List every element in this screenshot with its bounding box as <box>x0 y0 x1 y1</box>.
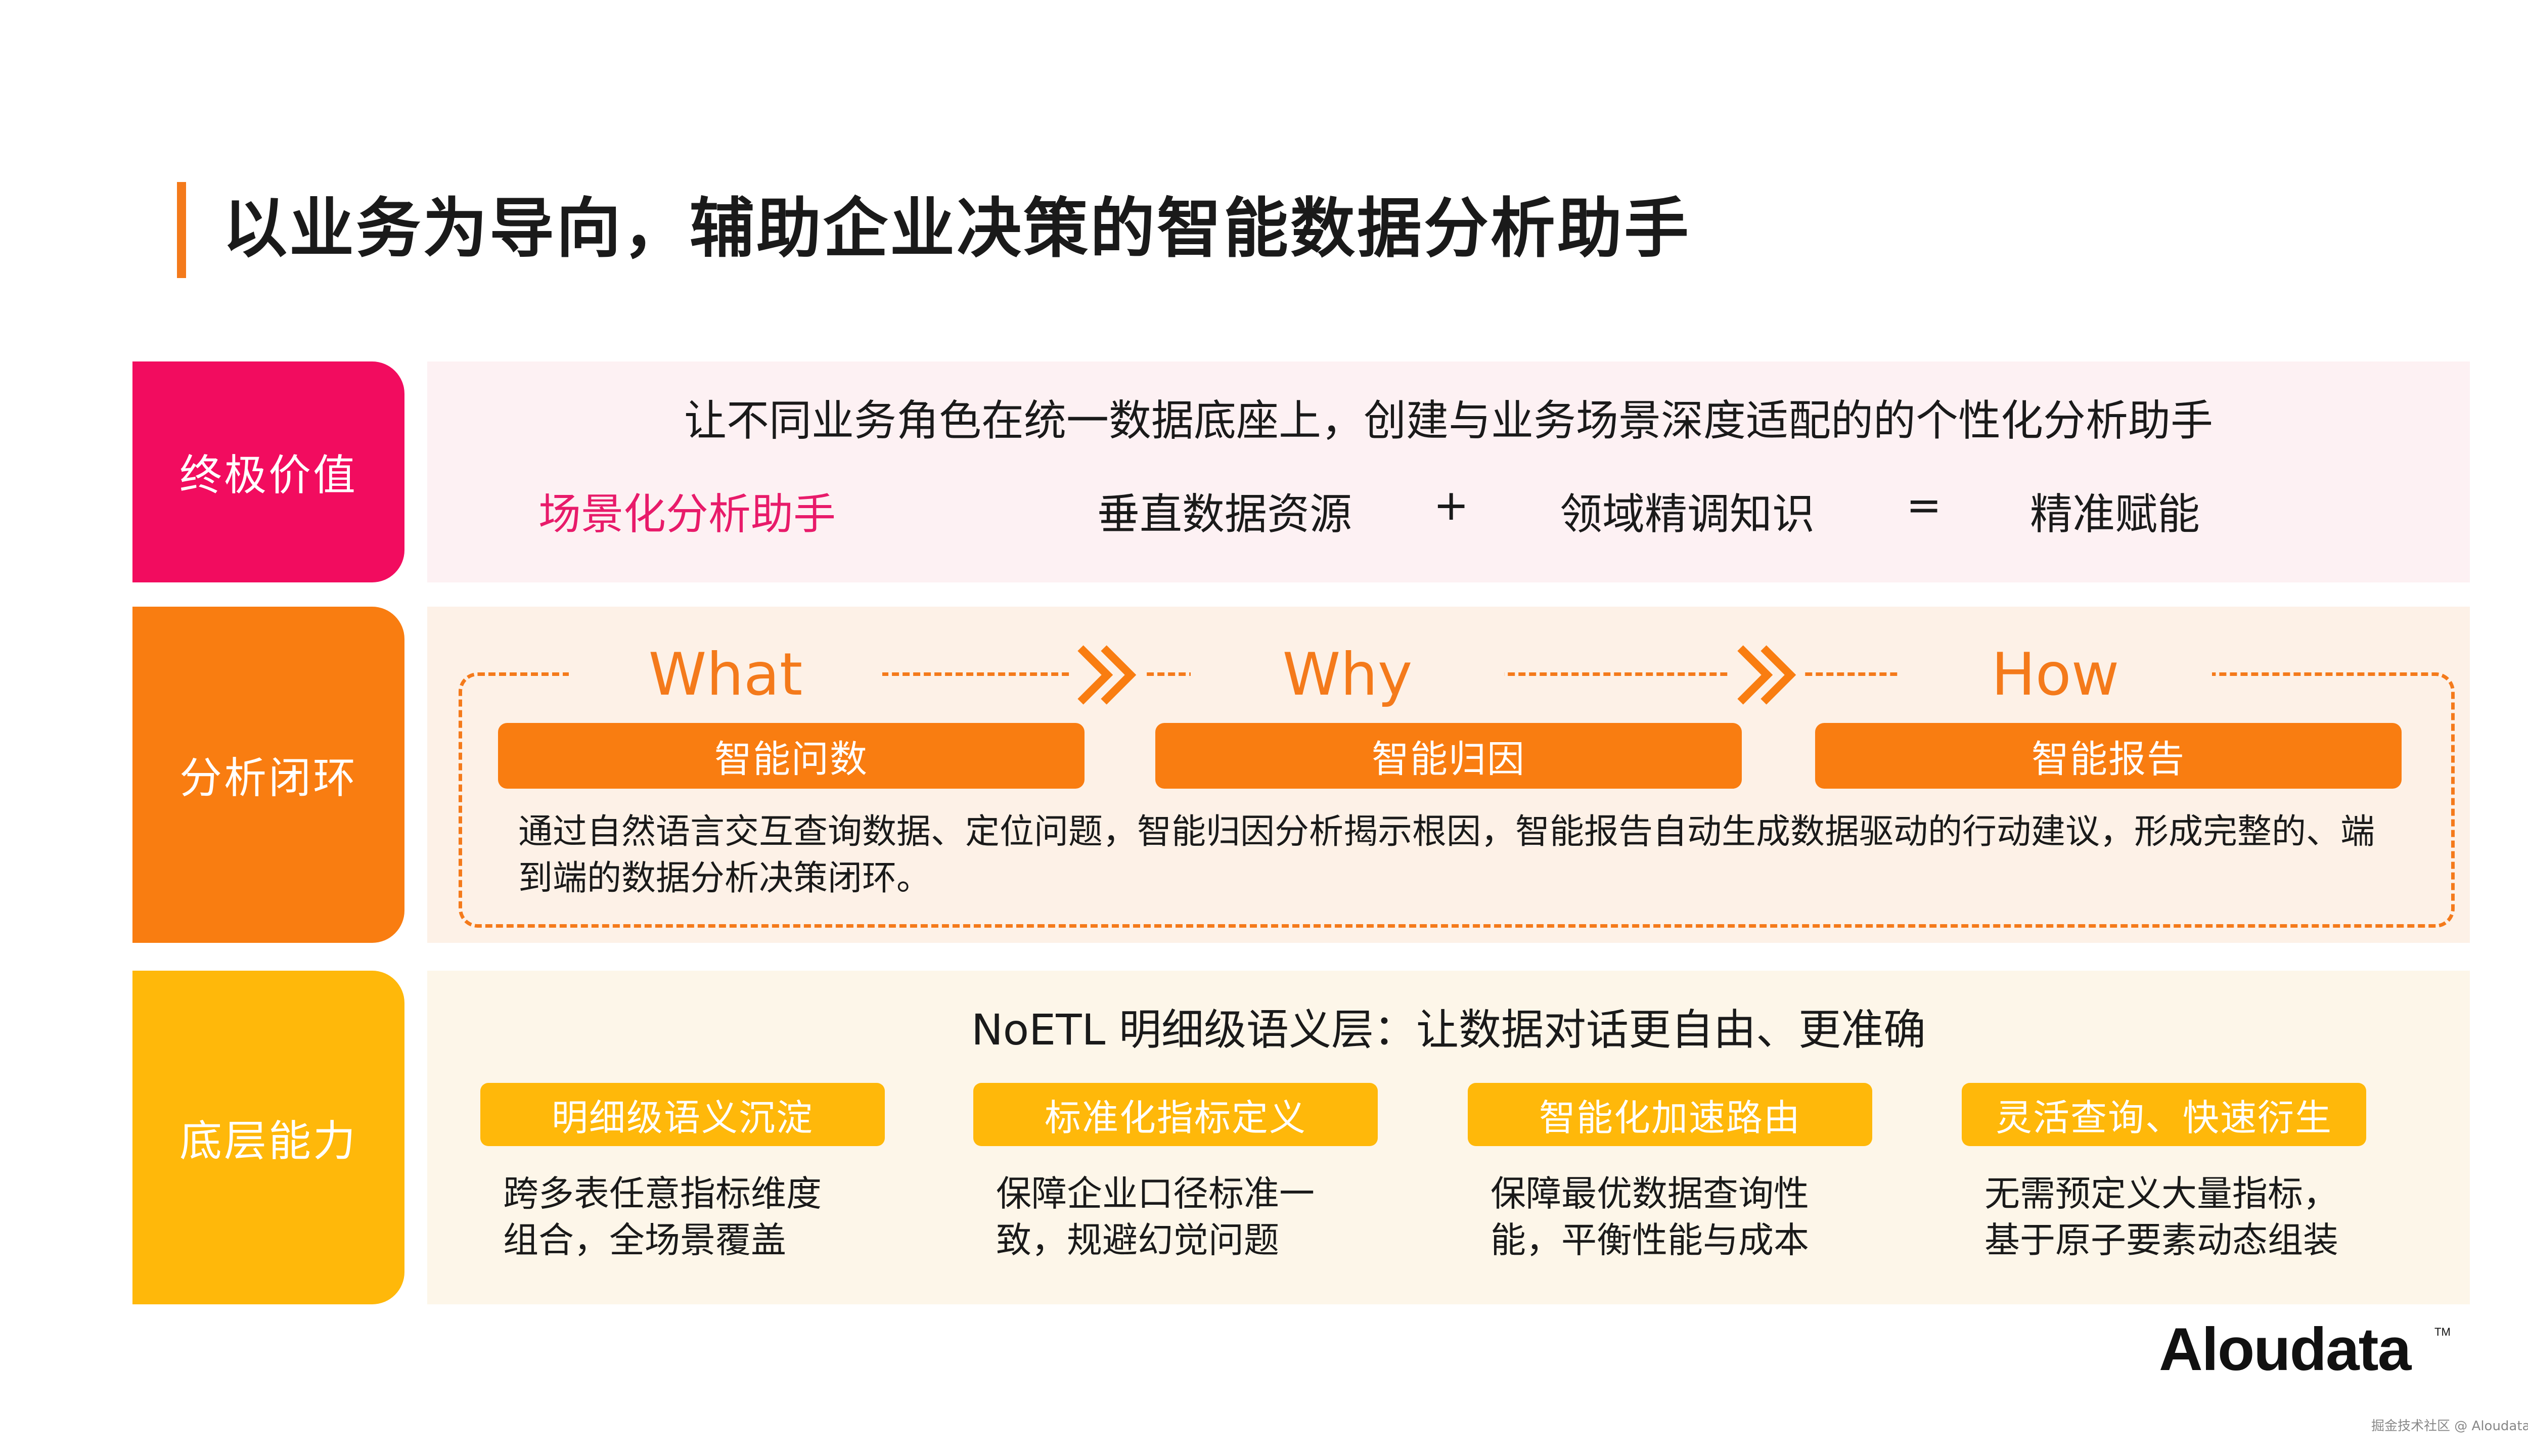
capability-description: 无需预定义大量指标， 基于原子要素动态组装 <box>1984 1170 2389 1263</box>
capability-description: 保障最优数据查询性 能，平衡性能与成本 <box>1491 1170 1895 1263</box>
capability-pill: 标准化指标定义 <box>973 1083 1378 1146</box>
capability-pill: 智能化加速路由 <box>1468 1083 1872 1146</box>
formula-equals: = <box>1906 480 1942 530</box>
ultimate-value-panel: 让不同业务角色在统一数据底座上，创建与业务场景深度适配的的个性化分析助手 场景化… <box>427 361 2470 582</box>
formula-result: 精准赋能 <box>2030 489 2200 539</box>
smart-report-pill: 智能报告 <box>1815 723 2402 789</box>
formula-scene: 场景化分析助手 <box>538 489 836 539</box>
capability-pill: 明细级语义沉淀 <box>480 1083 885 1146</box>
capability-desc-line: 能，平衡性能与成本 <box>1491 1219 1809 1261</box>
base-capability-panel: NoETL 明细级语义层：让数据对话更自由、更准确 明细级语义沉淀 标准化指标定… <box>427 971 2470 1304</box>
analysis-loop-description: 通过自然语言交互查询数据、定位问题，智能归因分析揭示根因，智能报告自动生成数据驱… <box>518 812 2375 898</box>
row-label-text: 终极价值 <box>179 450 357 500</box>
capability-desc-line: 基于原子要素动态组装 <box>1984 1219 2338 1261</box>
row-label-base-capability: 底层能力 <box>132 971 404 1304</box>
formula-plus: + <box>1433 480 1469 530</box>
row-label-ultimate-value: 终极价值 <box>132 361 404 582</box>
capability-desc-line: 保障最优数据查询性 <box>1491 1173 1809 1214</box>
stage-what: What <box>569 637 882 713</box>
stage-why: Why <box>1191 637 1504 713</box>
capability-desc-line: 致，规避幻觉问题 <box>996 1219 1279 1261</box>
capability-description: 跨多表任意指标维度 组合，全场景覆盖 <box>503 1170 908 1263</box>
stage-how: How <box>1899 637 2212 713</box>
formula-domain: 领域精调知识 <box>1560 489 1815 539</box>
row-label-text: 分析闭环 <box>179 753 357 803</box>
smart-query-pill: 智能问数 <box>498 723 1085 789</box>
analysis-loop-panel: What Why How 智能问数 智能归因 智能报告 通过自然语言交互查询数据… <box>427 607 2470 943</box>
capability-pill: 灵活查询、快速衍生 <box>1962 1083 2366 1146</box>
capability-desc-line: 组合，全场景覆盖 <box>503 1219 786 1261</box>
double-chevron-right-icon <box>1069 637 1145 713</box>
ultimate-value-heading: 让不同业务角色在统一数据底座上，创建与业务场景深度适配的的个性化分析助手 <box>684 396 2213 445</box>
row-label-analysis-loop: 分析闭环 <box>132 607 404 943</box>
trademark-mark: TM <box>2434 1326 2451 1338</box>
capability-desc-line: 无需预定义大量指标， <box>1984 1173 2338 1214</box>
row-label-text: 底层能力 <box>179 1116 357 1166</box>
base-capability-heading: NoETL 明细级语义层：让数据对话更自由、更准确 <box>971 1005 1926 1055</box>
double-chevron-right-icon <box>1729 637 1805 713</box>
aloudata-logo: Aloudata <box>2159 1315 2411 1383</box>
capability-desc-line: 跨多表任意指标维度 <box>503 1173 822 1214</box>
formula-vertical: 垂直数据资源 <box>1097 489 1352 539</box>
capability-description: 保障企业口径标准一 致，规避幻觉问题 <box>996 1170 1401 1263</box>
title-accent-bar <box>177 182 186 278</box>
smart-attribution-pill: 智能归因 <box>1155 723 1742 789</box>
capability-desc-line: 保障企业口径标准一 <box>996 1173 1315 1214</box>
page-title: 以业务为导向，辅助企业决策的智能数据分析助手 <box>222 191 1691 266</box>
source-watermark: 掘金技术社区 @ Aloudata大应科技 <box>2371 1419 2528 1434</box>
